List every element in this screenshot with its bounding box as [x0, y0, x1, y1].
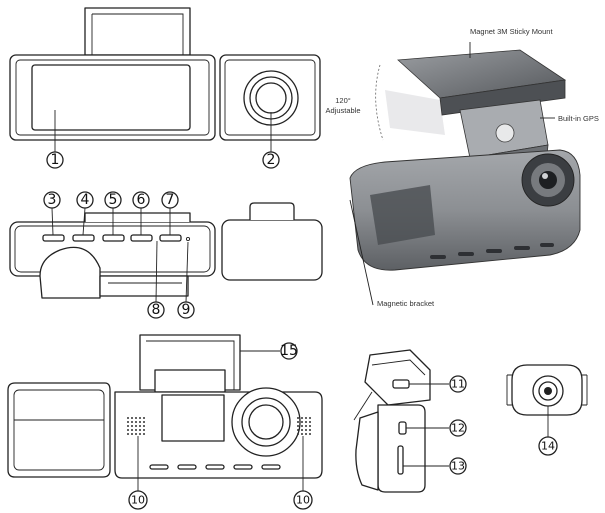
- rear-camera-lens-inner: [544, 387, 552, 395]
- front-view: [9, 7, 321, 141]
- callout-14: [538, 436, 558, 456]
- button-3: [42, 234, 65, 242]
- callout-11: [449, 375, 467, 393]
- button-5: [102, 234, 125, 242]
- callout-6-label: 6: [137, 192, 146, 208]
- callout-10b-label: 10: [296, 494, 310, 507]
- callout-1: [46, 151, 64, 169]
- label-mount: Magnet 3M Sticky Mount: [470, 27, 553, 36]
- callout-15: [280, 342, 298, 360]
- callout-8-label: 8: [152, 302, 161, 318]
- callout-9-label: 9: [182, 302, 191, 318]
- callout-12-label: 12: [451, 422, 465, 435]
- callout-13-label: 13: [451, 460, 465, 473]
- side-mount: [364, 349, 431, 406]
- gps-icon: [495, 123, 515, 143]
- product-photo: [349, 42, 581, 306]
- callout-10b: [293, 490, 313, 510]
- rear-lens-inner: [248, 404, 284, 440]
- label-angle-1: 120°: [335, 96, 351, 105]
- label-gps: Built-in GPS: [558, 114, 599, 123]
- speaker-right: [297, 417, 311, 435]
- top-mount-dome: [39, 246, 101, 299]
- front-mount-inner: [92, 13, 184, 55]
- callout-12: [449, 419, 467, 437]
- callout-5-label: 5: [109, 192, 118, 208]
- speaker-left: [127, 417, 145, 435]
- rear-camera: [506, 364, 588, 416]
- callout-10a: [128, 490, 148, 510]
- top-view: [9, 202, 323, 299]
- callout-15-label: 15: [280, 343, 298, 359]
- callout-10a-label: 10: [131, 494, 145, 507]
- callout-11-label: 11: [451, 378, 465, 391]
- display-screen: [31, 64, 191, 131]
- callout-3-label: 3: [48, 192, 57, 208]
- label-angle-2: Adjustable: [325, 106, 360, 115]
- rear-view: [7, 334, 323, 479]
- callout-13: [449, 457, 467, 475]
- side-button: [398, 421, 407, 435]
- callout-4-label: 4: [81, 192, 90, 208]
- front-lens-inner: [255, 82, 287, 114]
- side-port: [392, 379, 410, 389]
- rear-side-module: [7, 382, 111, 478]
- callout-1-label: 1: [51, 152, 60, 168]
- button-4: [72, 234, 95, 242]
- callout-7-label: 7: [166, 192, 175, 208]
- button-7: [159, 234, 182, 242]
- top-lens-module: [221, 219, 323, 281]
- callout-14-label: 14: [541, 440, 555, 453]
- sd-slot: [397, 445, 404, 475]
- front-mount: [84, 7, 191, 56]
- callout-9: [177, 301, 195, 319]
- callout-2: [262, 151, 280, 169]
- mic-hole: [185, 236, 191, 242]
- side-view: [353, 349, 431, 493]
- callout-2-label: 2: [267, 152, 276, 168]
- label-bracket: Magnetic bracket: [377, 299, 435, 308]
- button-6: [130, 234, 153, 242]
- callout-8: [147, 301, 165, 319]
